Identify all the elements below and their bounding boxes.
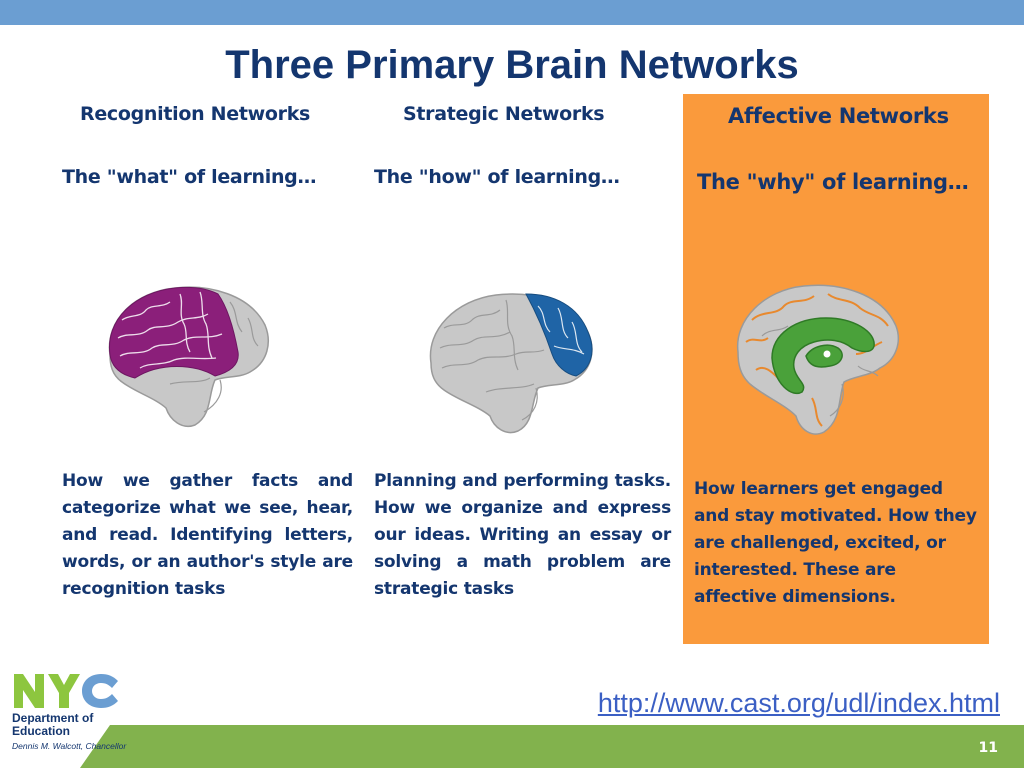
footer-band bbox=[80, 725, 1024, 768]
slide-title: Three Primary Brain Networks bbox=[225, 43, 799, 87]
affective-subheading: The "why" of learning… bbox=[697, 170, 969, 194]
recognition-subheading: The "what" of learning… bbox=[62, 166, 317, 188]
strategic-subheading: The "how" of learning… bbox=[374, 166, 620, 188]
cast-udl-link[interactable]: http://www.cast.org/udl/index.html bbox=[597, 688, 1000, 718]
brain-center-dot-icon bbox=[823, 350, 831, 358]
department-of-education-label: Department of Education bbox=[12, 711, 94, 738]
recognition-brain-image bbox=[108, 286, 269, 427]
page-number: 11 bbox=[978, 740, 998, 756]
strategic-description: Planning and performing tasks. How we or… bbox=[374, 471, 671, 599]
nyc-logo-icon bbox=[14, 674, 118, 708]
top-accent-bar bbox=[0, 0, 1024, 25]
recognition-heading: Recognition Networks bbox=[80, 103, 311, 125]
affective-brain-image bbox=[736, 284, 900, 435]
strategic-brain-image bbox=[429, 293, 593, 434]
affective-heading: Affective Networks bbox=[728, 104, 949, 128]
recognition-description: How we gather facts and categorize what … bbox=[62, 471, 353, 599]
strategic-heading: Strategic Networks bbox=[403, 103, 605, 125]
affective-description: How learners get engaged and stay motiva… bbox=[694, 479, 977, 607]
chancellor-label: Dennis M. Walcott, Chancellor bbox=[12, 741, 127, 751]
